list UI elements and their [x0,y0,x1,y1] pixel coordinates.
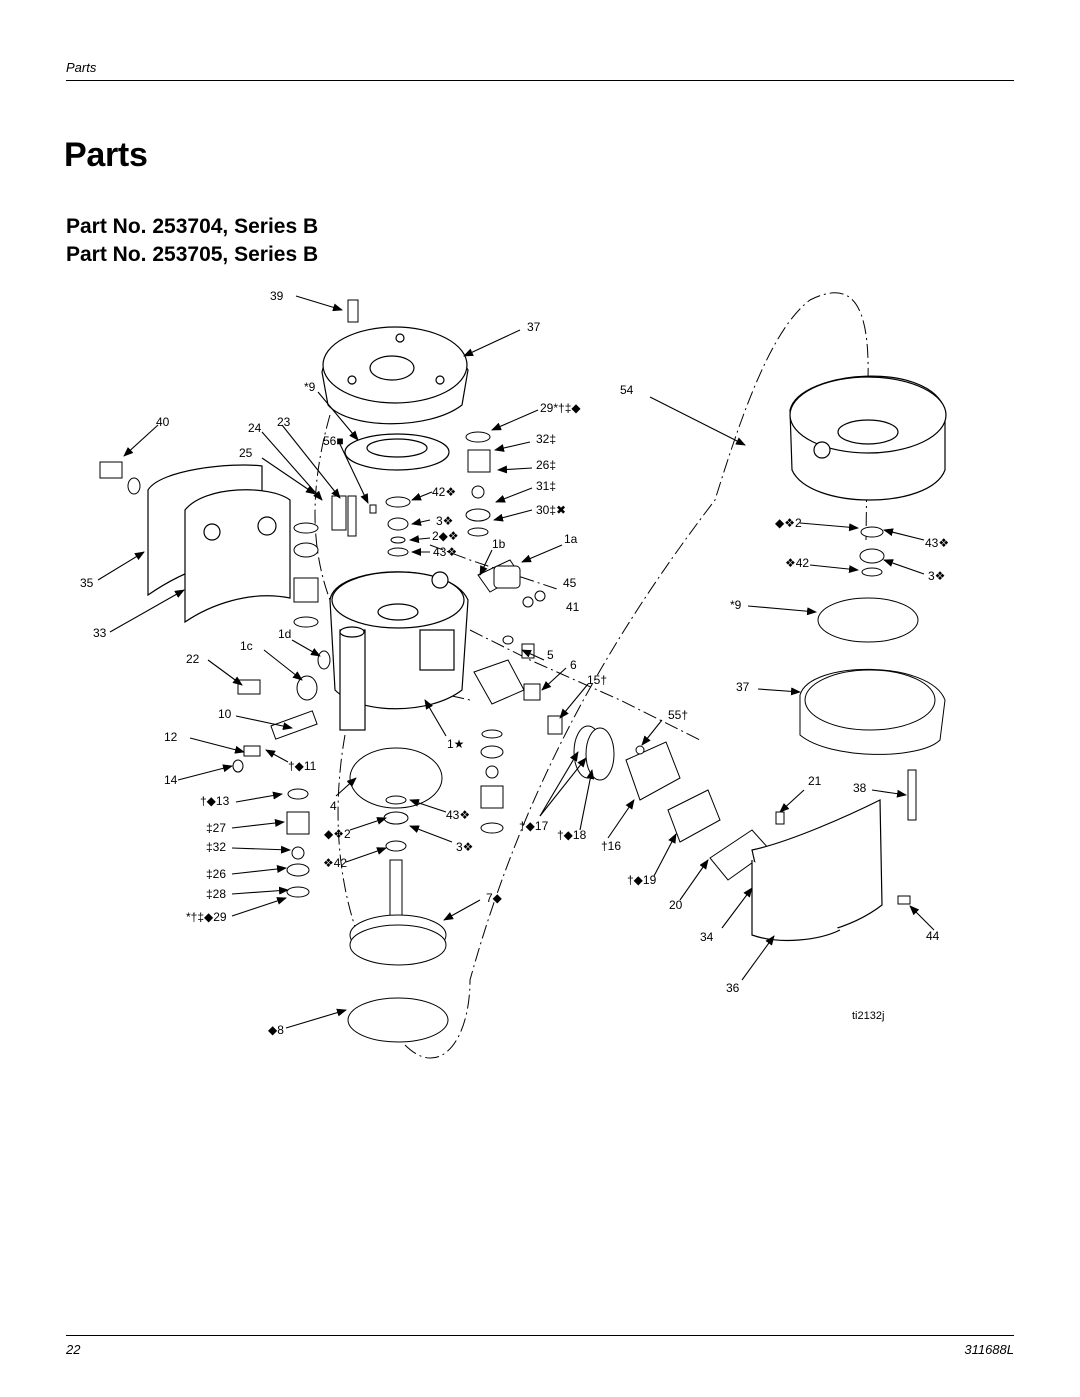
footer-rule [66,1335,1014,1336]
callout-label: 40 [156,415,170,429]
callout-label: ◆8 [268,1023,284,1037]
callout-label: 36 [726,981,740,995]
part-number-heading-1: Part No. 253704, Series B [66,215,319,238]
callout-label: 54 [620,383,634,397]
callout-label: 29*†‡◆ [540,401,581,415]
upper-diaphragm [344,433,450,471]
callout-label: 45 [563,576,577,590]
callout-label: 4 [330,799,337,813]
callout-label: 43❖ [446,808,470,822]
callout-label: 37 [527,320,541,334]
callout-label: 1d [278,627,291,641]
callout-label: 22 [186,652,200,666]
callout-label: †◆11 [288,759,317,773]
callout-label: 2◆❖ [432,529,459,543]
callout-label: 7◆ [486,891,503,905]
callout-label: †◆13 [200,794,230,808]
callout-label: ‡26 [206,867,226,881]
right-air-cap [789,375,947,501]
right-cover-shell [751,799,883,942]
callout-label: 1a [564,532,578,546]
callout-label: 55† [668,708,688,722]
top-air-cap [321,326,469,425]
callout-label: ‡27 [206,821,226,835]
callout-label: 30‡✖ [536,503,566,517]
right-valve-parts [775,526,946,905]
callout-label: 21 [808,774,822,788]
callout-label: 35 [80,576,94,590]
callout-label: 12 [164,730,178,744]
callout-label: 25 [239,446,253,460]
callout-label: 33 [93,626,107,640]
callout-label: ◆❖2 [775,516,802,530]
callout-label: 5 [547,648,554,662]
callout-label: 31‡ [536,479,556,493]
callout-label: 1b [492,537,506,551]
callout-label: 44 [926,929,940,943]
callout-label: 43❖ [433,545,457,559]
callout-label: 1★ [447,737,464,751]
callout-label: ‡32 [206,840,226,854]
running-header: Parts [66,60,97,75]
callout-label: 6 [570,658,577,672]
callout-label: 41 [566,600,580,614]
callout-label: 24 [248,421,262,435]
callout-label: 26‡ [536,458,556,472]
cap-screw [347,299,359,323]
callout-label: †◆17 [519,819,549,833]
callout-label: 23 [277,415,291,429]
callout-label: †◆18 [557,828,587,842]
lower-valve-parts [286,729,504,1043]
callout-label: 3❖ [436,514,453,528]
callout-label: ❖42 [785,556,809,570]
callout-label: 32‡ [536,432,556,446]
drawing-id: ti2132j [852,1010,884,1022]
callout-label: 3❖ [928,569,945,583]
callout-label: 34 [700,930,714,944]
left-fittings [99,461,331,773]
callout-label: 15† [587,673,607,687]
callout-label: 56■ [323,434,344,448]
callout-label: 38 [853,781,867,795]
part-number-headings: Part No. 253704, Series B Part No. 25370… [66,213,318,269]
callout-label: ‡28 [206,887,226,901]
callout-label: ◆❖2 [324,827,351,841]
callout-label: 10 [218,707,232,721]
callout-label: 20 [669,898,683,912]
callout-labels: 39 37 *9 54 29*†‡◆ 40 24 23 56■ 32‡ 25 2… [80,289,949,1037]
part-number-heading-2: Part No. 253705, Series B [66,243,319,266]
callout-label: 42❖ [432,485,456,499]
callout-label: 3❖ [456,840,473,854]
callout-label: *9 [304,380,316,394]
leader-arrows [97,295,935,1029]
callout-label: 43❖ [925,536,949,550]
page-number: 22 [66,1342,81,1357]
center-housing [329,571,469,731]
callout-label: 37 [736,680,750,694]
callout-label: ❖42 [323,856,347,870]
page-title: Parts [64,136,148,174]
document-number: 311688L [964,1342,1014,1357]
callout-label: 14 [164,773,178,787]
callout-label: *†‡◆29 [186,910,227,924]
callout-label: 39 [270,289,284,303]
assembly-centerlines [314,292,869,1059]
left-cover-shell [147,464,291,624]
header-rule [66,80,1014,81]
callout-label: 1c [240,639,253,653]
callout-label: †◆19 [627,873,657,887]
callout-label: *9 [730,598,742,612]
callout-label: †16 [601,839,621,853]
